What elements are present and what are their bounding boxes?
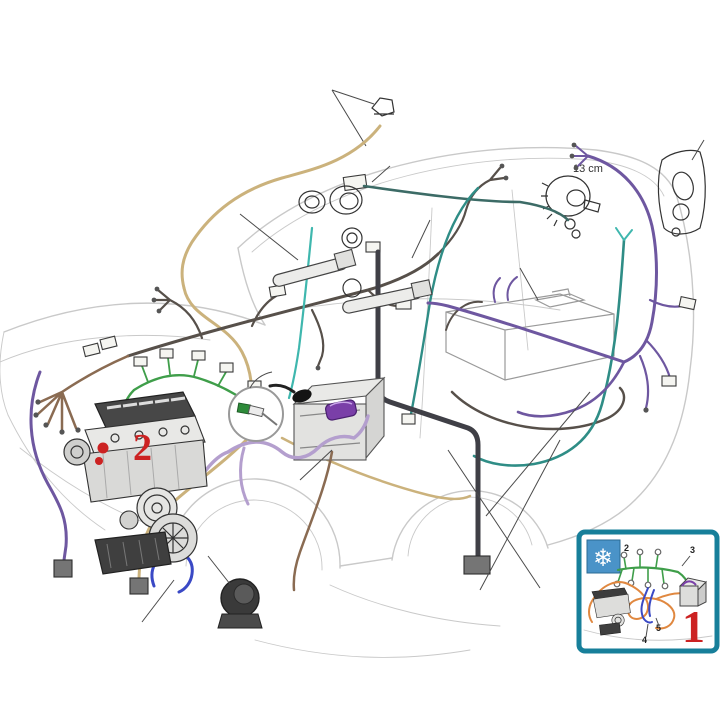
inset-engine	[591, 587, 631, 636]
horn	[207, 555, 263, 629]
sensor-magnifier-inset	[228, 371, 284, 442]
inset-callout-label: 1	[682, 601, 705, 652]
snowflake-glyph: ❄	[593, 545, 613, 572]
cowl-relay-harness	[342, 165, 570, 222]
car-body-outline	[0, 146, 695, 658]
horn-brown-wire	[292, 450, 334, 592]
rear-lamp-cluster	[657, 139, 706, 237]
inset-number-3: 3	[690, 545, 695, 555]
measurement-label: 13 cm	[573, 163, 603, 175]
inset-number-4: 4	[642, 635, 647, 645]
snowflake-icon	[586, 539, 621, 574]
roof-speaker	[541, 175, 601, 239]
inset-panel: ❄ 2 3 4 5	[576, 529, 720, 654]
engine	[63, 391, 208, 575]
engine-callout-label: 2	[133, 427, 152, 469]
inset-battery	[679, 577, 707, 607]
antenna	[331, 89, 395, 147]
lavender-harness	[204, 414, 370, 506]
inset-blue-wire	[640, 587, 655, 624]
battery	[268, 376, 386, 461]
tailgate-purple-harness	[426, 142, 697, 418]
engine-red-marker	[97, 442, 109, 454]
inset-number-2: 2	[624, 543, 629, 553]
pointer-lines	[299, 267, 591, 591]
battery-negative-terminal	[292, 389, 312, 403]
fuel-tank	[445, 288, 626, 431]
inset-number-5: 5	[656, 623, 661, 633]
engine-bay-harness	[33, 163, 509, 435]
front-purple-wire	[29, 370, 73, 578]
steering-column-switches	[239, 185, 433, 314]
